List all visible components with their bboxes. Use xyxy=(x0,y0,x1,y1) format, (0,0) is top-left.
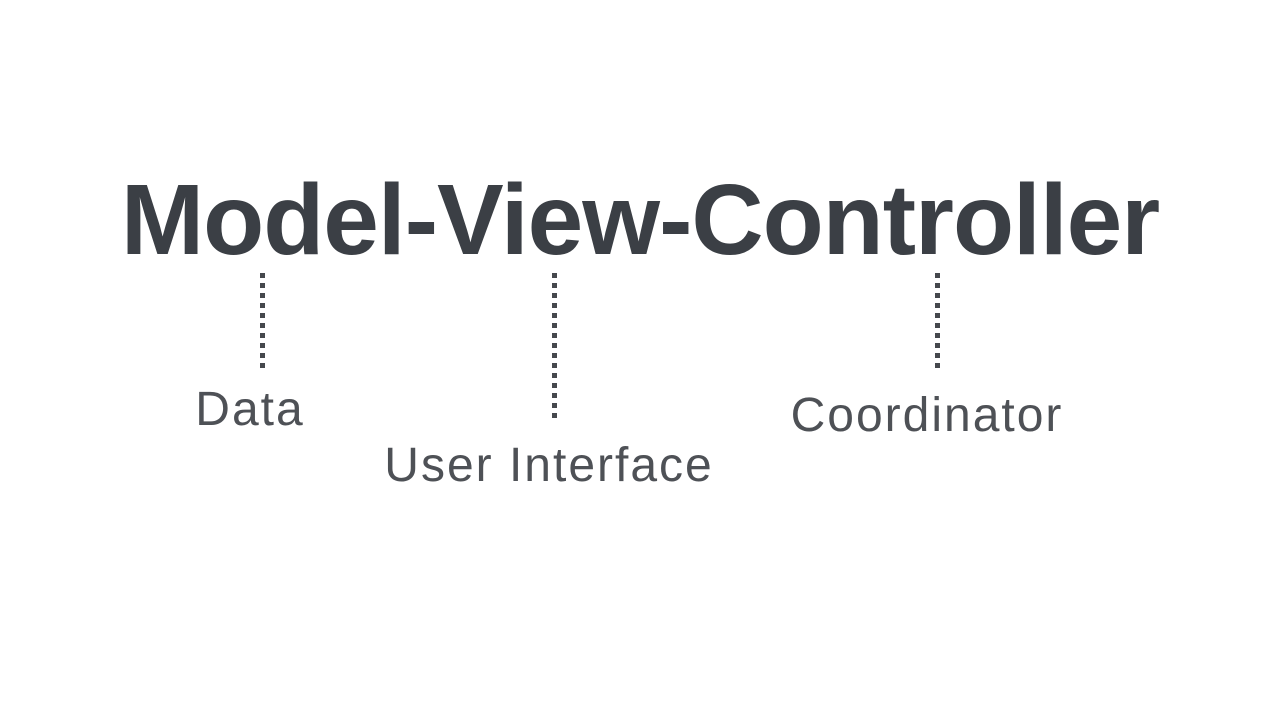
model-annotation-label: Data xyxy=(195,383,305,436)
controller-dotted-connector xyxy=(935,273,940,370)
controller-annotation-label: Coordinator xyxy=(790,389,1064,442)
model-dotted-connector xyxy=(260,273,265,370)
slide-title: Model-View-Controller xyxy=(120,164,1160,276)
view-annotation-label: User Interface xyxy=(384,439,714,492)
view-dotted-connector xyxy=(552,273,557,418)
